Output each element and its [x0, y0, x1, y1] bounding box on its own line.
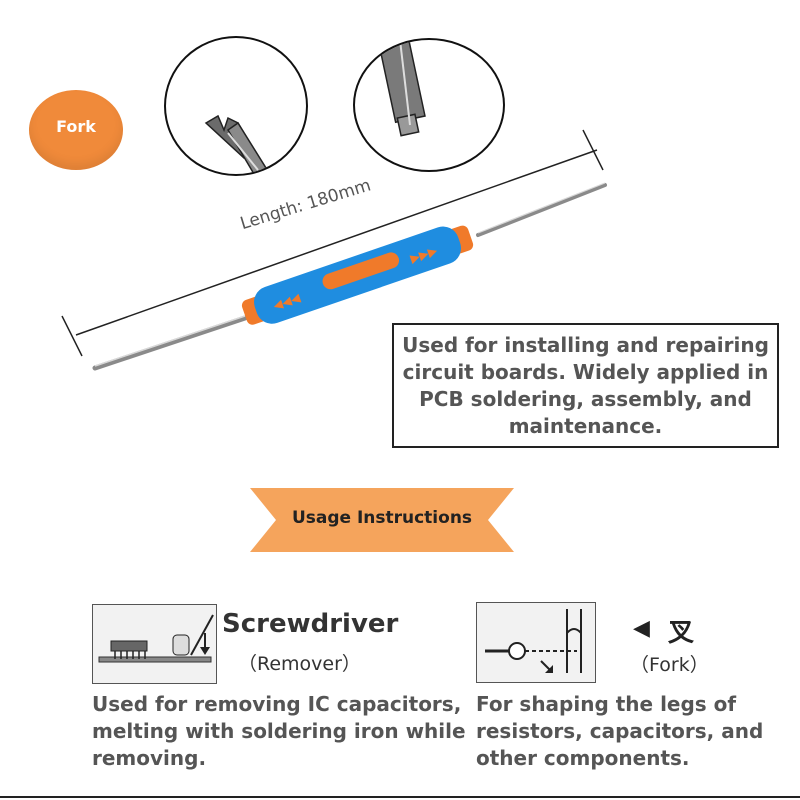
fork-cjk-label: 叉: [668, 618, 695, 648]
fork-badge-label: Fork: [56, 117, 96, 136]
fork-description: For shaping the legs of resistors, capac…: [476, 692, 764, 770]
lead-bending-icon: [485, 609, 582, 673]
fork-badge: Fork: [29, 90, 123, 170]
screwdriver-diagram: [92, 604, 217, 684]
screwdriver-description: Used for removing IC capacitors, melting…: [92, 692, 466, 770]
tool-handle: ◀◀◀ ▶▶▶: [241, 225, 474, 325]
info-box: Used for installing and repairing circui…: [392, 323, 779, 448]
screwdriver-title: Screwdriver: [222, 609, 399, 639]
left-arrow-icon: ◀: [633, 616, 650, 641]
fork-subtitle: （Fork）: [630, 654, 709, 676]
tool-illustration: ◀◀◀ ▶▶▶: [61, 129, 607, 371]
fork-diagram: [476, 602, 596, 683]
fork-tip-icon: [204, 114, 268, 174]
screwdriver-subtitle: （Remover）: [238, 653, 361, 675]
screwdriver-tip-icon: [378, 40, 426, 137]
usage-banner-label: Usage Instructions: [291, 508, 473, 528]
ic-removal-icon: [98, 614, 214, 663]
length-dimension-line: [75, 149, 598, 336]
info-box-text: Used for installing and repairing circui…: [402, 332, 769, 438]
usage-banner-shape: [250, 488, 514, 552]
fork-tip-zoom: [164, 36, 308, 176]
bottom-divider: [0, 796, 800, 798]
screwdriver-tip-zoom: [353, 38, 505, 172]
